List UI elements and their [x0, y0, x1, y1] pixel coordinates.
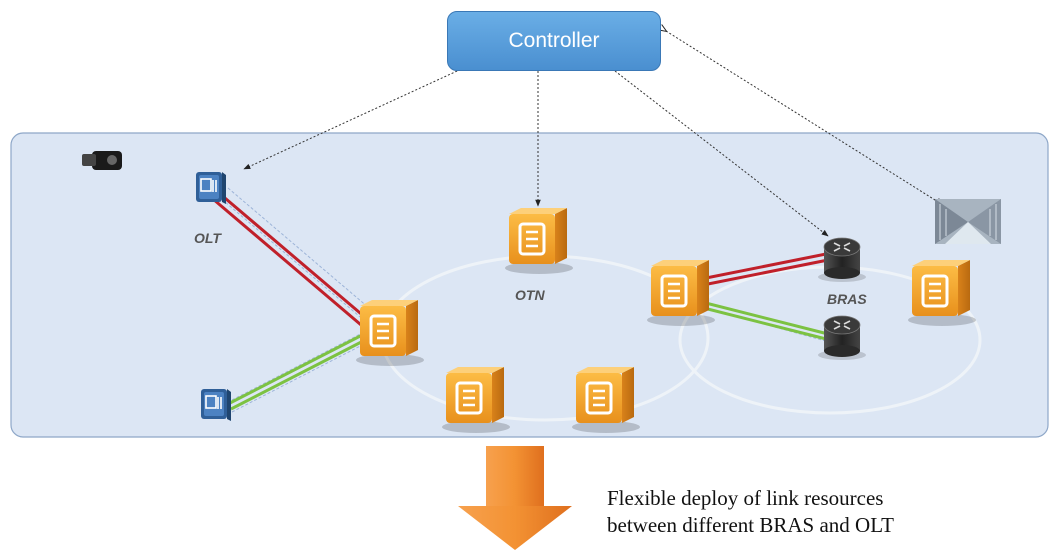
- otn-switch-icon: [354, 298, 426, 368]
- caption-text: Flexible deploy of link resources betwee…: [607, 485, 1047, 539]
- controller-label: Controller: [508, 29, 600, 52]
- flow-down-arrow: [458, 446, 572, 550]
- olt-bottom-link: [229, 327, 373, 413]
- otn-switch-icon: [645, 258, 717, 328]
- bras-top-link: [685, 250, 841, 290]
- bras-label: BRAS: [827, 291, 867, 307]
- router-icon: [817, 237, 867, 283]
- controller-box[interactable]: Controller: [447, 11, 661, 71]
- olt-top-link: [212, 187, 383, 332]
- otn-switch-icon: [570, 365, 642, 435]
- controller-link-bras: [614, 70, 829, 237]
- olt-device-icon: [195, 171, 227, 205]
- controller-link-olt: [243, 65, 469, 170]
- datacenter-icon: [935, 199, 1001, 244]
- olt-label: OLT: [194, 230, 221, 246]
- bras-bottom-link: [685, 296, 841, 346]
- caption-line-2: between different BRAS and OLT: [607, 513, 894, 537]
- caption-line-1: Flexible deploy of link resources: [607, 486, 884, 510]
- otn-switch-icon: [440, 365, 512, 435]
- controller-link-datacenter: [666, 31, 943, 205]
- olt-device-icon: [200, 388, 232, 422]
- otn-switch-icon: [503, 206, 575, 276]
- otn-switch-icon: [906, 258, 978, 328]
- router-icon: [817, 315, 867, 361]
- network-panel: [10, 132, 1049, 438]
- otn-label: OTN: [515, 287, 545, 303]
- camera-icon: [82, 151, 122, 170]
